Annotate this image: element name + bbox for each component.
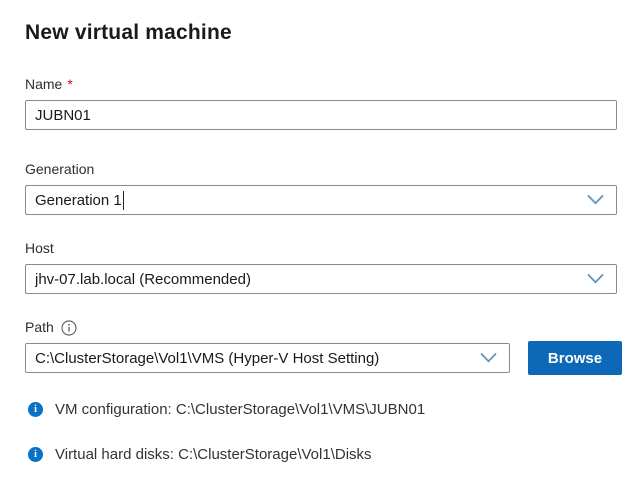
vm-configuration-note-text: VM configuration: C:\ClusterStorage\Vol1… [55, 401, 426, 418]
generation-value: Generation 1 [35, 191, 122, 209]
vm-configuration-note: i VM configuration: C:\ClusterStorage\Vo… [28, 401, 622, 418]
virtual-hard-disks-note: i Virtual hard disks: C:\ClusterStorage\… [28, 446, 622, 463]
host-combobox[interactable]: jhv-07.lab.local (Recommended) [25, 264, 617, 294]
chevron-down-icon [587, 195, 604, 206]
generation-combobox[interactable]: Generation 1 [25, 185, 617, 215]
host-label-text: Host [25, 240, 54, 256]
page-title: New virtual machine [25, 21, 232, 44]
info-notes: i VM configuration: C:\ClusterStorage\Vo… [25, 401, 622, 463]
vm-name-input[interactable] [25, 100, 617, 130]
name-label: Name * [25, 76, 617, 93]
chevron-down-icon [587, 274, 604, 285]
text-caret [122, 190, 124, 210]
virtual-hard-disks-note-text: Virtual hard disks: C:\ClusterStorage\Vo… [55, 446, 372, 463]
required-asterisk: * [67, 76, 73, 92]
path-value: C:\ClusterStorage\Vol1\VMS (Hyper-V Host… [35, 349, 380, 367]
name-label-text: Name [25, 76, 63, 92]
host-label: Host [25, 240, 617, 257]
path-field-group: Path C:\ClusterStorage\Vol1\VMS (Hyper-V… [25, 319, 622, 375]
name-field-group: Name * [25, 76, 617, 130]
path-row: C:\ClusterStorage\Vol1\VMS (Hyper-V Host… [25, 341, 622, 375]
new-vm-form: New virtual machine Name * Generation Ge… [25, 21, 622, 463]
chevron-down-icon [480, 353, 497, 364]
host-field-group: Host jhv-07.lab.local (Recommended) [25, 240, 617, 294]
generation-label: Generation [25, 161, 617, 178]
browse-button[interactable]: Browse [528, 341, 622, 375]
path-label-text: Path [25, 319, 54, 335]
info-icon[interactable] [61, 319, 77, 336]
generation-label-text: Generation [25, 161, 95, 177]
host-value: jhv-07.lab.local (Recommended) [35, 270, 251, 288]
generation-field-group: Generation Generation 1 [25, 161, 617, 215]
info-filled-icon: i [28, 402, 43, 417]
path-label: Path [25, 319, 617, 336]
path-combobox[interactable]: C:\ClusterStorage\Vol1\VMS (Hyper-V Host… [25, 343, 510, 373]
info-filled-icon: i [28, 447, 43, 462]
